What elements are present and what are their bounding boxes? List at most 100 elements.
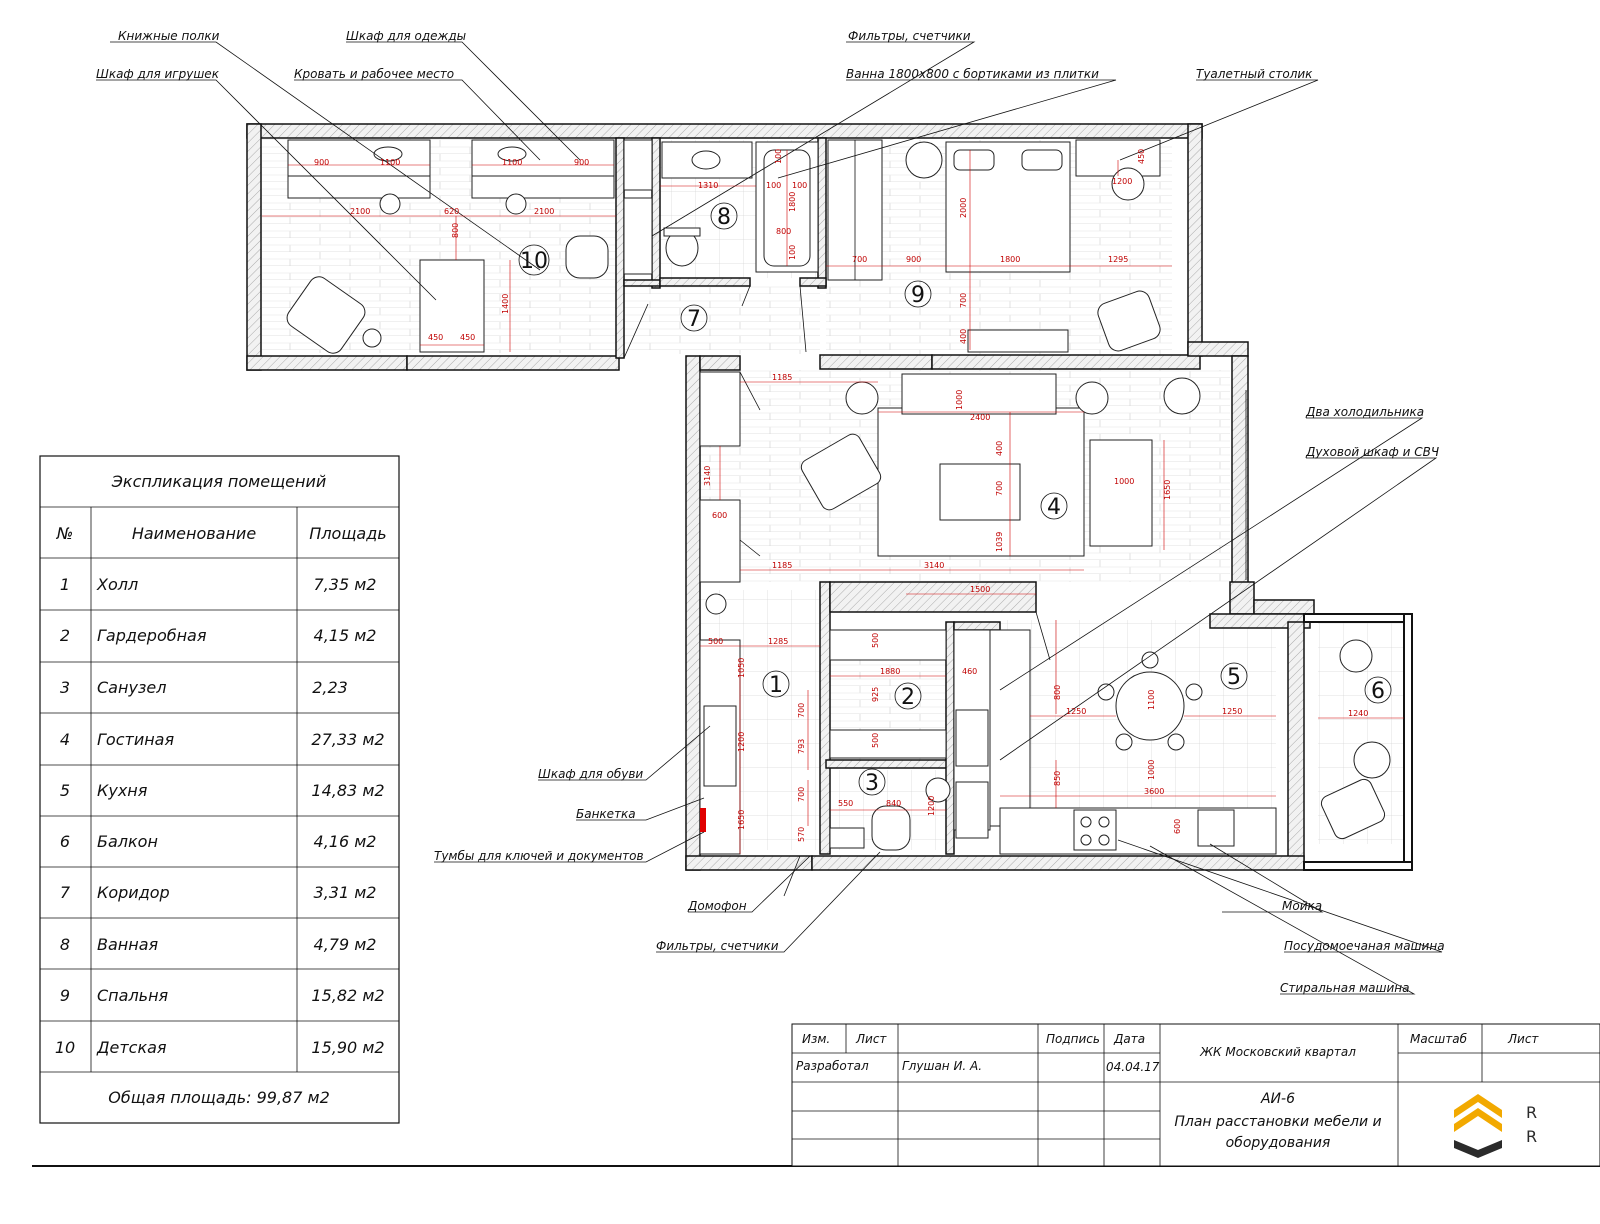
room-number-9: 9 [911, 283, 925, 308]
dim-label: 100 [788, 245, 797, 260]
doors [623, 285, 1247, 897]
dim-label: 1500 [970, 585, 990, 594]
room-number-6: 6 [1371, 679, 1385, 704]
dim-label: 1185 [772, 561, 792, 570]
callout-filters-bottom: Фильтры, счетчики [656, 939, 779, 953]
room-number-1: 1 [769, 673, 783, 698]
room-number-8: 8 [717, 205, 731, 230]
stamp-data: Дата [1113, 1032, 1145, 1046]
dim-label: 450 [428, 333, 443, 342]
dim-label: 1200 [927, 796, 936, 816]
stamp-date: 04.04.17 [1106, 1060, 1160, 1074]
table-row-name: Гардеробная [97, 626, 207, 645]
table-row-area: 4,79 м2 [314, 935, 377, 954]
dim-label: 1310 [698, 181, 718, 190]
dim-label: 550 [838, 799, 853, 808]
dimension-lines [262, 150, 1404, 854]
callout-leaders [96, 41, 1443, 995]
table-row-area: 7,35 м2 [314, 575, 377, 594]
table-row-name: Кухня [97, 781, 148, 800]
table-row-no: 3 [60, 678, 70, 697]
dim-label: 700 [797, 787, 806, 802]
dim-label: 840 [886, 799, 901, 808]
red-marker [700, 808, 706, 832]
dim-label: 3140 [924, 561, 944, 570]
dim-label: 1200 [1112, 177, 1132, 186]
table-row-area: 2,23 [312, 678, 348, 697]
table-title: Экспликация помещений [111, 472, 327, 491]
table-row-no: 1 [60, 575, 70, 594]
dim-label: 100 [792, 181, 807, 190]
dim-label: 1240 [1348, 709, 1368, 718]
dim-label: 600 [712, 511, 727, 520]
table-row-name: Балкон [97, 832, 158, 851]
dim-label: 793 [797, 739, 806, 754]
room-number-5: 5 [1227, 665, 1241, 690]
logo-letter-top: R [1526, 1103, 1537, 1122]
walls [246, 123, 1413, 871]
stamp-list2: Лист [1507, 1032, 1539, 1046]
dim-label: 1100 [380, 158, 400, 167]
dim-label: 700 [797, 703, 806, 718]
dim-label: 400 [959, 329, 968, 344]
stamp-list: Лист [855, 1032, 887, 1046]
dim-label: 800 [1053, 685, 1062, 700]
stamp-author: Глушан И. А. [902, 1059, 982, 1073]
dim-label: 1285 [768, 637, 788, 646]
table-row-name: Спальня [97, 986, 169, 1005]
callout-bookshelves: Книжные полки [118, 29, 220, 43]
logo-letter-bottom: R [1526, 1127, 1537, 1146]
dim-label: 2000 [959, 198, 968, 218]
callout-sink: Мойка [1282, 899, 1322, 913]
room-number-3: 3 [865, 771, 879, 796]
callout-bathtub: Ванна 1800х800 с бортиками из плитки [846, 67, 1099, 81]
dim-label: 460 [962, 667, 977, 676]
table-row-area: 15,90 м2 [311, 1038, 384, 1057]
table-row-area: 15,82 м2 [311, 986, 384, 1005]
dim-label: 1400 [501, 294, 510, 314]
dim-label: 1000 [1114, 477, 1134, 486]
dim-label: 900 [314, 158, 329, 167]
dim-label: 800 [451, 223, 460, 238]
dim-label: 3600 [1144, 787, 1164, 796]
callout-vanity: Туалетный столик [1196, 67, 1313, 81]
dim-label: 100 [774, 149, 783, 164]
table-row-no: 2 [60, 626, 70, 645]
table-row-no: 10 [55, 1038, 75, 1057]
table-row-name: Санузел [97, 678, 166, 697]
explication-table: Экспликация помещений № Наименование Пло… [39, 455, 400, 1124]
dim-label: 700 [852, 255, 867, 264]
dim-label: 500 [871, 633, 880, 648]
table-row-name: Ванная [97, 935, 159, 954]
dim-label: 1000 [1147, 760, 1156, 780]
callout-shoe-cabinet: Шкаф для обуви [538, 767, 643, 781]
table-row-no: 7 [60, 883, 71, 902]
dim-label: 1185 [772, 373, 792, 382]
dim-label: 1650 [737, 810, 746, 830]
dim-label: 1200 [737, 732, 746, 752]
table-row-name: Холл [96, 575, 138, 594]
callout-intercom: Домофон [687, 899, 747, 913]
dim-label: 800 [776, 227, 791, 236]
dim-label: 1800 [1000, 255, 1020, 264]
dim-label: 1100 [1147, 690, 1156, 710]
dim-label: 400 [995, 441, 1004, 456]
furniture [286, 139, 1391, 855]
room-number-2: 2 [901, 685, 915, 710]
room-number-10: 10 [520, 249, 548, 274]
table-header-area: Площадь [309, 524, 386, 543]
dim-label: 2100 [350, 207, 370, 216]
table-row-area: 3,31 м2 [314, 883, 377, 902]
room-numbers: 1 2 3 4 5 6 7 8 9 10 [518, 202, 1392, 796]
dim-label: 900 [574, 158, 589, 167]
stamp-razrabotal: Разработал [796, 1059, 869, 1073]
callout-bed-workplace: Кровать и рабочее место [294, 67, 454, 81]
table-row-no: 4 [60, 730, 70, 749]
table-row-no: 5 [60, 781, 70, 800]
dim-label: 1050 [737, 658, 746, 678]
dim-label: 1000 [955, 390, 964, 410]
dim-label: 900 [906, 255, 921, 264]
dim-label: 600 [1173, 819, 1182, 834]
table-row-no: 8 [60, 935, 70, 954]
